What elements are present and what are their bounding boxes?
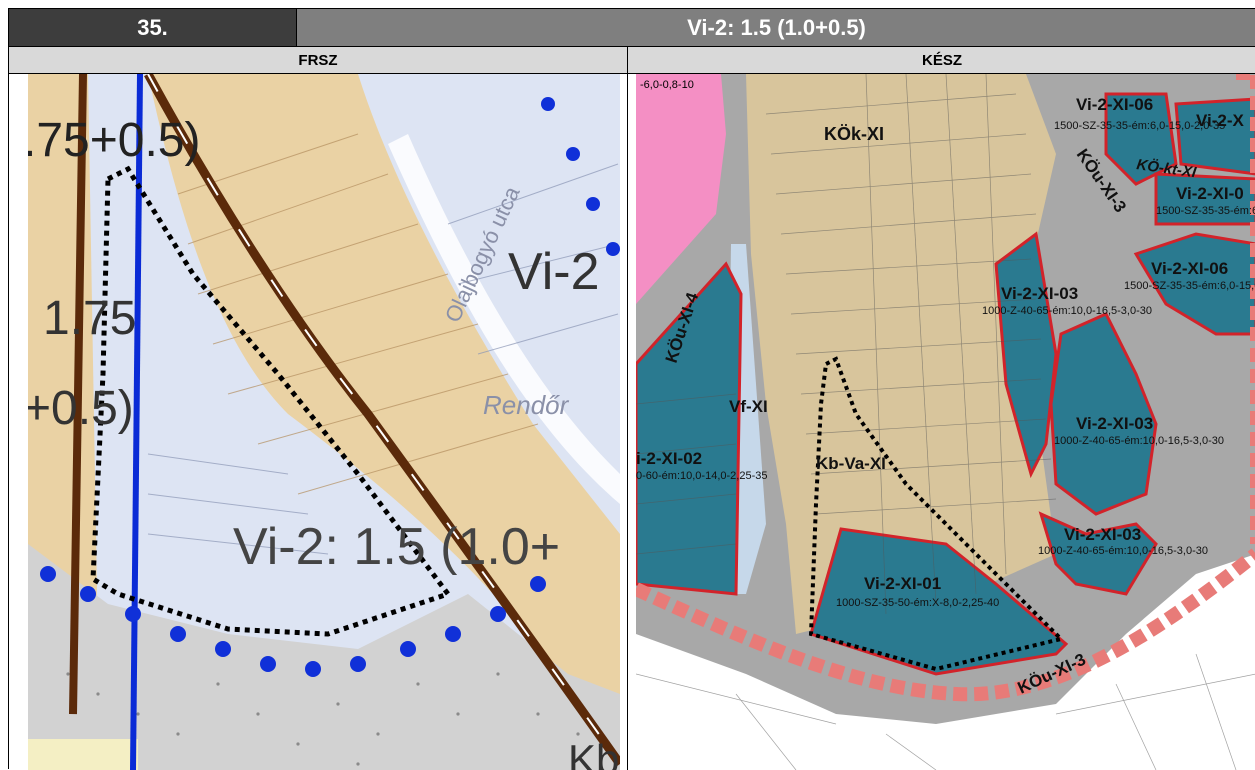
kok-label: KÖk-XI [824, 124, 884, 144]
blue-dot-line [40, 97, 620, 677]
blue-boundary-line [130, 74, 143, 770]
pink-zone [636, 74, 726, 304]
kbva-label: Kb-Va-XI [816, 454, 886, 473]
vi02-code: 0-60-ém:10,0-14,0-2,25-35 [636, 470, 767, 482]
frsz-map: .75+0.5) Vi-2 1.75 +0.5) Vi-2: 1.5 (1.0+… [28, 74, 620, 770]
kb-label: Kb [568, 736, 619, 770]
column-divider [627, 74, 628, 770]
zone-vi2-xi-03-a [994, 231, 1058, 479]
vi0-code: 1500-SZ-35-35-ém:6,0-15, [1156, 205, 1255, 217]
main-zone-label: Vi-2: 1.5 (1.0+ [233, 518, 560, 576]
teal-zones [636, 92, 1255, 676]
top-ratio-label: .75+0.5) [28, 114, 200, 167]
vi03-a-label: Vi-2-XI-03 [1001, 284, 1078, 303]
dotted-area [28, 544, 620, 770]
zone-vi2-xi-06-mid [1133, 232, 1255, 336]
top-left-code: -6,0-0,8-10 [640, 79, 694, 91]
vi02-label: i-2-XI-02 [636, 449, 702, 468]
vi06-top-code: 1500-SZ-35-35-ém:6,0-15,0-2,0-35 [1054, 120, 1225, 132]
vi03-b-label: Vi-2-XI-03 [1076, 414, 1153, 433]
parcel-lines [177, 133, 539, 495]
project-boundary [808, 356, 1065, 672]
vi06-mid-code: 1500-SZ-35-35-ém:6,0-15,0-2,0 [1124, 280, 1255, 292]
zone-vi2-x-top-right [1174, 97, 1255, 176]
zone-vi2-xi-02 [636, 261, 743, 596]
residential-lines [147, 163, 619, 555]
vi0-partial-label: Vi-2-XI-0 [1176, 184, 1244, 203]
vi03-a-code: 1000-Z-40-65-ém:10,0-16,5-3,0-30 [982, 305, 1152, 317]
title-row: 35. Vi-2: 1.5 (1.0+0.5) [9, 9, 1255, 46]
ratio-175-label: 1.75 [43, 292, 136, 345]
street-band [388, 134, 620, 504]
rail-line-left [69, 74, 87, 715]
vi2x-partial-label: Vi-2-X [1196, 111, 1245, 130]
frsz-label: FRSZ [9, 47, 628, 73]
kesz-map: -6,0-0,8-10 KÖk-XI Vi-2-XI-06 1500-SZ-35… [636, 74, 1255, 770]
zone-vi2-xi-03-b [1049, 312, 1158, 516]
bottom-yellow [28, 739, 138, 770]
kesz-map-svg: -6,0-0,8-10 KÖk-XI Vi-2-XI-06 1500-SZ-35… [636, 74, 1255, 770]
vi03-b-code: 1000-Z-40-65-ém:10,0-16,5-3,0-30 [1054, 435, 1224, 447]
parcel-lines [636, 74, 1255, 770]
tan-zone [746, 74, 1056, 634]
item-number: 35. [9, 9, 297, 46]
zone-title: Vi-2: 1.5 (1.0+0.5) [297, 9, 1255, 46]
vfxi-label: Vf-XI [729, 397, 768, 416]
white-plots-bottom [636, 554, 1255, 770]
vi06-top-label: Vi-2-XI-06 [1076, 95, 1153, 114]
vi03-c-code: 1000-Z-40-65-ém:10,0-16,5-3,0-30 [1038, 545, 1208, 557]
red-dashed-arc [636, 548, 1255, 702]
tan-zone [148, 74, 620, 714]
label-row: FRSZ KÉSZ [9, 46, 1255, 74]
vi01-code: 1000-SZ-35-50-ém:X-8,0-2,25-40 [836, 597, 999, 609]
kesz-label: KÉSZ [628, 47, 1255, 73]
ratio-05-label: +0.5) [28, 382, 134, 435]
vi01-label: Vi-2-XI-01 [864, 574, 941, 593]
frsz-map-svg: .75+0.5) Vi-2 1.75 +0.5) Vi-2: 1.5 (1.0+… [28, 74, 620, 770]
zone-vi2-xi-0-right [1154, 172, 1255, 226]
zone-vi2-xi-03-c [1038, 511, 1158, 596]
vi06-mid-label: Vi-2-XI-06 [1151, 259, 1228, 278]
comparison-sheet: 35. Vi-2: 1.5 (1.0+0.5) FRSZ KÉSZ [8, 8, 1255, 770]
vi2-partial-label: Vi-2 [508, 243, 600, 301]
rendor-label: Rendőr [483, 390, 570, 420]
rail-line-inner [147, 74, 620, 765]
vi03-c-label: Vi-2-XI-03 [1064, 525, 1141, 544]
